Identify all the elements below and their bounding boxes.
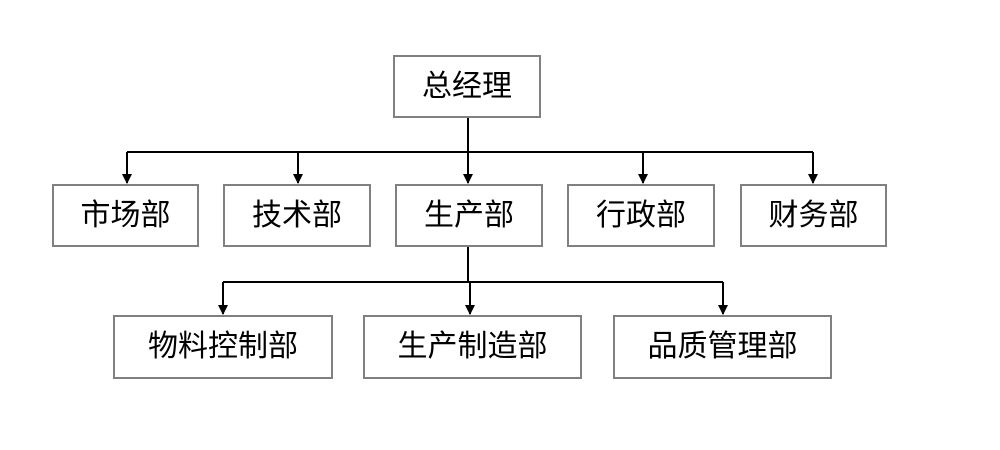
node-tech-dept-label: 技术部 [252, 197, 342, 233]
node-admin-dept-label: 行政部 [596, 197, 686, 233]
node-admin-dept: 行政部 [567, 184, 715, 247]
node-manufacturing-dept-label: 生产制造部 [397, 329, 548, 364]
node-tech-dept: 技术部 [223, 184, 371, 247]
node-production-dept-label: 生产部 [424, 197, 514, 233]
node-finance-dept: 财务部 [740, 184, 887, 247]
node-production-dept: 生产部 [395, 184, 543, 247]
node-material-control-dept-label: 物料控制部 [148, 329, 298, 364]
node-general-manager: 总经理 [393, 55, 541, 118]
node-market-dept-label: 市场部 [80, 197, 171, 233]
node-finance-dept-label: 财务部 [768, 197, 859, 233]
node-material-control-dept: 物料控制部 [113, 315, 333, 379]
node-quality-management-dept: 品质管理部 [613, 315, 832, 379]
node-general-manager-label: 总经理 [422, 68, 512, 104]
node-market-dept: 市场部 [52, 184, 199, 247]
node-manufacturing-dept: 生产制造部 [363, 315, 582, 379]
node-quality-management-dept-label: 品质管理部 [647, 329, 798, 364]
